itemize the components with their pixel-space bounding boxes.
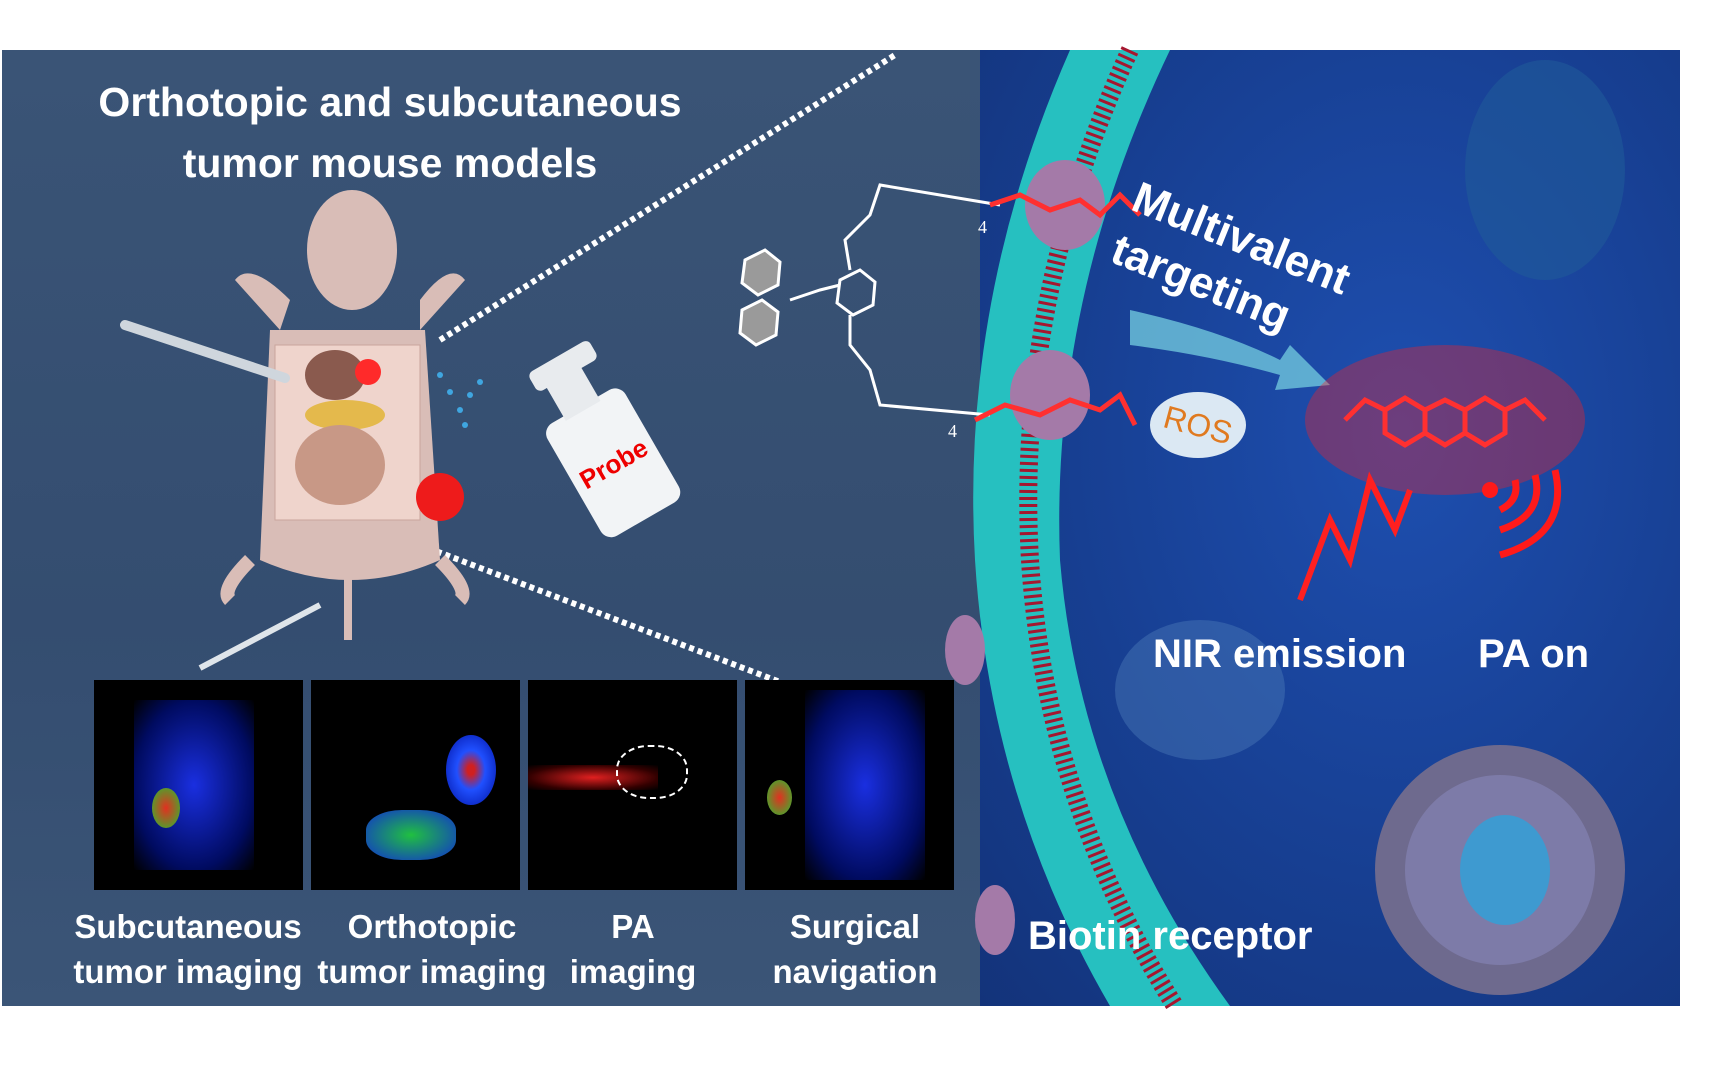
caption-pa: PA imaging [513, 904, 753, 994]
nir-emission-label: NIR emission [1153, 632, 1407, 676]
spray-droplets [437, 372, 483, 428]
title-line-2: tumor mouse models [182, 140, 598, 186]
golgi-illustration [1465, 60, 1625, 280]
caption-line: Subcutaneous [74, 908, 302, 945]
caption-surgical: Surgical navigation [735, 904, 975, 994]
pa-on-label: PA on [1478, 632, 1590, 676]
peg-repeat-top: 4 [978, 217, 987, 237]
peg-repeat-bottom: 4 [948, 421, 957, 441]
ros-bubble [1150, 392, 1246, 458]
biotin-receptors [945, 160, 1105, 955]
caption-line: imaging [569, 953, 697, 990]
orthotopic-imaging-panel [311, 680, 520, 890]
red-glow [1305, 345, 1585, 495]
methylene-blue-molecule [1343, 395, 1547, 448]
biotin-ligands [973, 191, 1142, 427]
dotted-beam-top [438, 52, 897, 343]
caption-line: Surgical [789, 908, 921, 945]
caption-line: Orthotopic [347, 908, 517, 945]
biotin-receptor-label: Biotin receptor [1028, 914, 1313, 958]
pa-imaging-panel [528, 680, 737, 890]
subcutaneous-imaging-panel [94, 680, 303, 890]
cell-membrane [973, 46, 1230, 1011]
syringe-icon [198, 602, 322, 671]
mitochondrion-illustration [1115, 620, 1285, 760]
pa-signal-icon [1482, 469, 1562, 559]
caption-orthotopic: Orthotopic tumor imaging [312, 904, 552, 994]
activation-arrow [1130, 310, 1330, 390]
section-title: Orthotopic and subcutaneous tumor mouse … [40, 72, 740, 194]
surgical-navigation-panel [745, 680, 954, 890]
caption-line: tumor imaging [317, 953, 547, 990]
caption-line: navigation [772, 953, 938, 990]
probe-molecule-structure [738, 183, 1001, 417]
caption-line: PA [611, 908, 655, 945]
mouse-illustration [220, 190, 470, 640]
scalpel-icon [120, 320, 290, 383]
dotted-beam-bottom [418, 542, 782, 685]
nir-emission-wave-icon [1297, 471, 1413, 602]
title-line-1: Orthotopic and subcutaneous [98, 79, 682, 125]
caption-line: tumor imaging [73, 953, 303, 990]
caption-subcutaneous: Subcutaneous tumor imaging [68, 904, 308, 994]
spray-bottle-icon: Probe [529, 341, 681, 538]
